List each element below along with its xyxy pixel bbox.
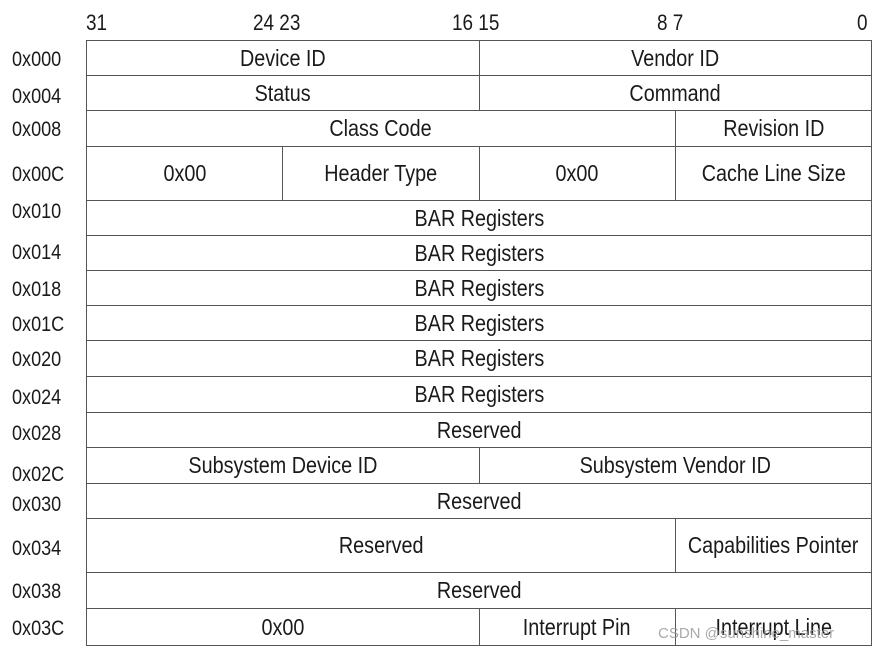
register-field-label: 0x00 [555,160,599,186]
register-field-label: Reserved [338,532,424,558]
offset-label: 0x020 [12,348,62,371]
register-field: Subsystem Device ID [87,448,480,483]
register-field: BAR Registers [87,377,872,412]
offset-label: 0x024 [12,386,62,409]
register-field: Reserved [87,573,872,608]
register-field-label: BAR Registers [414,239,544,266]
bit-label-16-15: 16 15 [452,10,500,35]
bit-label-8-7: 8 7 [657,10,684,35]
register-field: Class Code [87,111,676,146]
register-field: Device ID [87,41,480,75]
register-field: Interrupt Line [676,609,872,645]
offset-label: 0x004 [12,84,62,108]
register-row: BAR Registers [87,341,872,377]
offset-label: 0x000 [12,47,62,71]
register-field: Interrupt Pin [480,609,676,645]
register-field: Cache Line Size [676,147,872,200]
register-row: Status Command [87,76,872,111]
register-field-label: BAR Registers [414,309,544,336]
register-field-label: Reserved [436,416,522,443]
register-field: Revision ID [676,111,872,146]
register-row: 0x00 Header Type 0x00 Cache Line Size [87,147,872,201]
bit-label-24-23: 24 23 [253,10,301,35]
register-field-label: BAR Registers [414,204,544,231]
register-field: 0x00 [87,609,480,645]
register-field: Capabilities Pointer [676,519,872,572]
register-field-label: Reserved [436,577,522,603]
offset-label: 0x00C [12,163,65,186]
register-field-label: Cache Line Size [701,160,846,186]
register-field-label: Command [629,79,721,106]
register-field: Header Type [283,147,480,200]
register-field: Status [87,76,480,110]
register-row: Reserved [87,573,872,609]
register-row: Reserved Capabilities Pointer [87,519,872,573]
register-field: 0x00 [480,147,676,200]
register-row: 0x00 Interrupt Pin Interrupt Line [87,609,872,646]
offset-label: 0x03C [12,616,65,640]
register-field-label: Subsystem Device ID [188,452,378,478]
register-row: BAR Registers [87,306,872,341]
register-row: Device ID Vendor ID [87,41,872,76]
register-field-label: 0x00 [261,613,305,640]
register-field-label: BAR Registers [414,381,544,407]
register-field-label: Header Type [324,160,438,186]
register-field-label: Capabilities Pointer [688,532,859,558]
offset-label: 0x008 [12,118,62,141]
register-field-label: Class Code [329,115,432,141]
register-row: BAR Registers [87,201,872,236]
watermark: CSDN @sunshine_master [658,625,835,642]
offset-label: 0x038 [12,580,62,603]
offset-label: 0x010 [12,199,62,223]
register-row: BAR Registers [87,271,872,306]
offset-label: 0x034 [12,537,62,560]
register-field-label: Vendor ID [631,44,720,71]
register-field: BAR Registers [87,341,872,376]
bit-label-31: 31 [86,10,108,35]
offset-label: 0x02C [12,463,65,486]
register-field-label: Interrupt Line [715,613,832,640]
offset-label: 0x01C [12,312,65,336]
register-field-label: 0x00 [163,160,207,186]
register-field-label: Reserved [436,487,522,514]
register-row: BAR Registers [87,236,872,271]
register-field: Reserved [87,519,676,572]
register-field: BAR Registers [87,271,872,305]
register-row: BAR Registers [87,377,872,413]
register-field-label: Interrupt Pin [523,613,631,640]
register-field: 0x00 [87,147,284,200]
register-field: BAR Registers [87,306,872,340]
register-field: Subsystem Vendor ID [480,448,872,483]
register-field-label: BAR Registers [414,274,544,301]
register-field: BAR Registers [87,201,872,235]
offset-label: 0x018 [12,277,62,301]
register-field: BAR Registers [87,236,872,270]
offset-label: 0x014 [12,240,62,264]
register-row: Class Code Revision ID [87,111,872,147]
bit-label-0: 0 [857,10,868,35]
register-row: Reserved [87,413,872,448]
offset-label: 0x030 [12,492,62,516]
offset-label: 0x028 [12,421,62,445]
register-row: Subsystem Device ID Subsystem Vendor ID [87,448,872,484]
register-field-label: BAR Registers [414,345,544,371]
register-field: Reserved [87,484,872,518]
register-field: Vendor ID [480,41,872,75]
register-field: Reserved [87,413,872,447]
register-field-label: Revision ID [722,115,824,141]
register-field-label: Subsystem Vendor ID [579,452,771,478]
register-field: Command [480,76,872,110]
register-field-label: Device ID [239,44,326,71]
register-row: Reserved [87,484,872,519]
register-field-label: Status [254,79,311,106]
